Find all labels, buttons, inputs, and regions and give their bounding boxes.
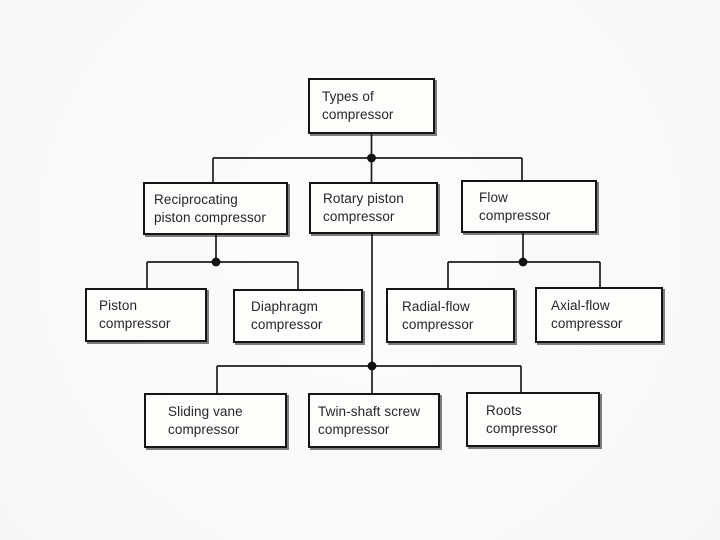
node-reciprocating-piston-compressor: Reciprocating piston compressor — [143, 182, 288, 235]
junction-dot-rotary — [367, 361, 377, 371]
junction-dot-flow — [518, 257, 528, 267]
node-diaphragm-compressor-label: Diaphragm compressor — [251, 299, 323, 332]
node-types-of-compressor-label: Types of compressor — [322, 89, 394, 122]
junction-dot-root — [367, 153, 376, 163]
junction-dot-reciprocating — [211, 257, 221, 267]
node-flow-compressor: Flow compressor — [461, 180, 597, 233]
node-axial-flow-compressor: Axial-flow compressor — [535, 287, 663, 343]
node-axial-flow-compressor-label: Axial-flow compressor — [551, 298, 623, 331]
node-diaphragm-compressor: Diaphragm compressor — [233, 289, 363, 343]
node-radial-flow-compressor: Radial-flow compressor — [386, 288, 515, 343]
node-piston-compressor: Piston compressor — [85, 288, 207, 342]
node-types-of-compressor: Types of compressor — [308, 78, 435, 134]
node-piston-compressor-label: Piston compressor — [99, 298, 171, 331]
node-rotary-piston-compressor: Rotary piston compressor — [309, 182, 438, 234]
node-roots-compressor: Roots compressor — [466, 392, 600, 447]
node-reciprocating-piston-compressor-label: Reciprocating piston compressor — [154, 191, 266, 225]
node-flow-compressor-label: Flow compressor — [479, 189, 551, 223]
node-sliding-vane-compressor: Sliding vane compressor — [144, 393, 287, 448]
node-rotary-piston-compressor-label: Rotary piston compressor — [323, 191, 404, 224]
node-sliding-vane-compressor-label: Sliding vane compressor — [168, 403, 243, 437]
node-twin-shaft-screw-compressor: Twin-shaft screw compressor — [308, 393, 440, 448]
node-twin-shaft-screw-compressor-label: Twin-shaft screw compressor — [318, 403, 421, 437]
node-radial-flow-compressor-label: Radial-flow compressor — [402, 298, 474, 332]
node-roots-compressor-label: Roots compressor — [486, 402, 558, 436]
